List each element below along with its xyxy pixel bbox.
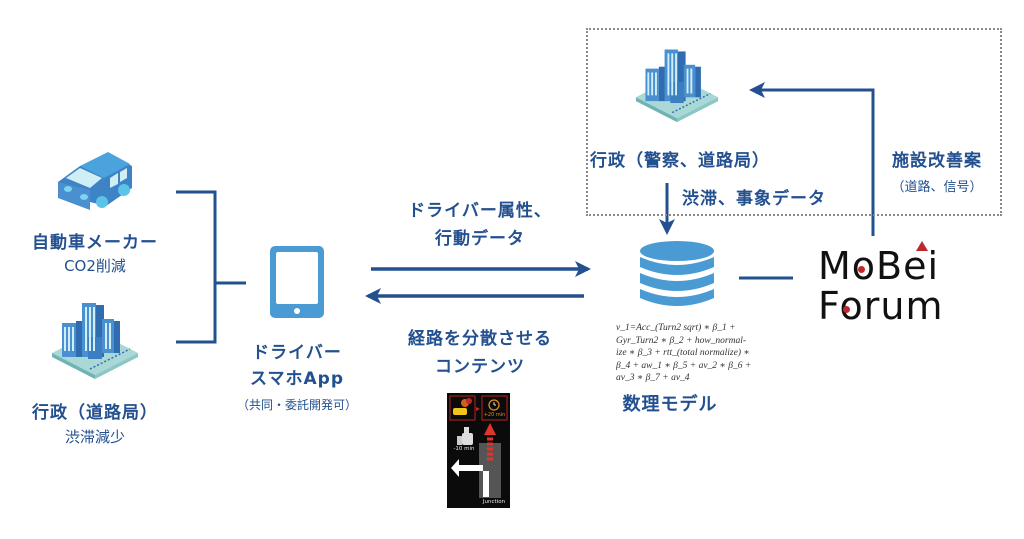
proposal-subtitle: （道路、信号） (891, 180, 983, 195)
saving-label: -10 min (453, 446, 475, 452)
logo-red-dot-icon (843, 306, 850, 313)
formula-line: v_1=Acc_(Turn2 sqrt) ∗ β_1 + (616, 323, 736, 333)
formula-line: ize ∗ β_3 + rtt_(total normalize) ∗ (616, 348, 750, 358)
logo-red-dot-icon (858, 266, 865, 273)
flow-to-model-label-line2: 行動データ (435, 229, 525, 249)
formula-line: av_3 ∗ β_7 + av_4 (616, 373, 690, 383)
gov-box-title: 行政（警察、道路局） (590, 151, 770, 171)
tablet-icon (270, 246, 324, 318)
flow-to-app-label-line1: 経路を分散させる (408, 329, 552, 349)
stakeholder-bracket (176, 190, 217, 344)
congested-route-arrow-icon (484, 423, 496, 461)
app-content-screenshot: +20 min -10 min Junction (447, 393, 510, 508)
city-buildings-icon (50, 297, 140, 379)
proposal-title: 施設改善案 (892, 151, 982, 171)
model-title: 数理モデル (622, 394, 718, 415)
logo-line2: Forum (818, 284, 944, 328)
flow-to-app-label-line2: コンテンツ (435, 357, 525, 377)
model-formula: v_1=Acc_(Turn2 sqrt) ∗ β_1 + Gyr_Turn2 ∗… (616, 322, 776, 385)
delay-badge: +20 min (483, 412, 506, 418)
gov-city-buildings-icon (634, 42, 720, 123)
gov-data-label: 渋滞、事象データ (682, 189, 826, 209)
traffic-cars-icon (453, 398, 472, 415)
car-icon (50, 144, 140, 216)
arrow-forum-to-gov (749, 82, 875, 236)
junction-label: Junction (482, 499, 506, 505)
mobei-forum-logo: MoBei Forum (818, 246, 943, 326)
automaker-subtitle: CO2削減 (64, 257, 126, 275)
app-title-line1: ドライバー (252, 343, 342, 363)
database-icon (638, 240, 716, 310)
road-bureau-title: 行政（道路局） (32, 403, 158, 423)
flow-to-model-label-line1: ドライバー属性、 (408, 201, 552, 221)
road-bureau-subtitle: 渋滞減少 (64, 428, 125, 446)
clock-icon (488, 399, 500, 411)
government-data-boundary (586, 28, 1002, 216)
formula-line: β_4 + aw_1 ∗ β_5 + av_2 ∗ β_6 + (616, 360, 752, 371)
logo-line1: MoBei (818, 244, 940, 288)
logo-red-arrow-icon (916, 241, 928, 251)
formula-line: Gyr_Turn2 ∗ β_2 + how_normal- (616, 335, 747, 346)
app-dev-note: （共同・委託開発可） (236, 398, 357, 412)
automaker-title: 自動車メーカー (32, 233, 158, 253)
app-title-line2: スマホApp (250, 369, 344, 389)
thumbs-up-icon (457, 427, 473, 445)
